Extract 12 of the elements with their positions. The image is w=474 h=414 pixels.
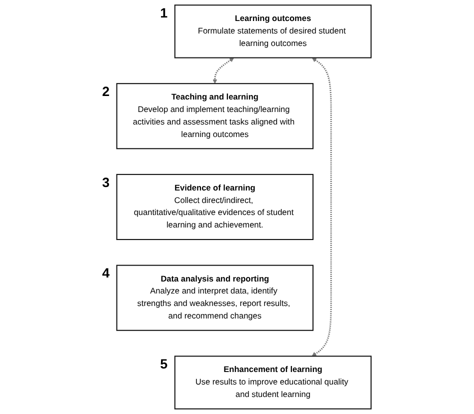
step-number: 1 [160, 6, 168, 20]
node-box: Teaching and learning Develop and implement teaching/learning activities and assessment tasks aligned with learning outcomes [116, 83, 314, 150]
step-number: 5 [160, 356, 168, 372]
step-number: 4 [102, 266, 110, 281]
arrow [213, 58, 234, 84]
node-box: Evidence of learning Collect direct/indirect, quantitative/qualitative evidences of student learning and achievement. [116, 174, 314, 240]
node-box: Data analysis and reporting Analyze and interpret data, identify strengths and weaknesses, report results, and recommend changes [116, 264, 314, 331]
node-box: Learning outcomes Formulate statements of desired student learning outcomes [174, 4, 372, 58]
step-number: 3 [102, 174, 110, 190]
step-number: 2 [102, 84, 110, 99]
node-box: Enhancement of learning Use results to improve educational quality and student learning [174, 356, 372, 410]
arrow [312, 58, 332, 356]
